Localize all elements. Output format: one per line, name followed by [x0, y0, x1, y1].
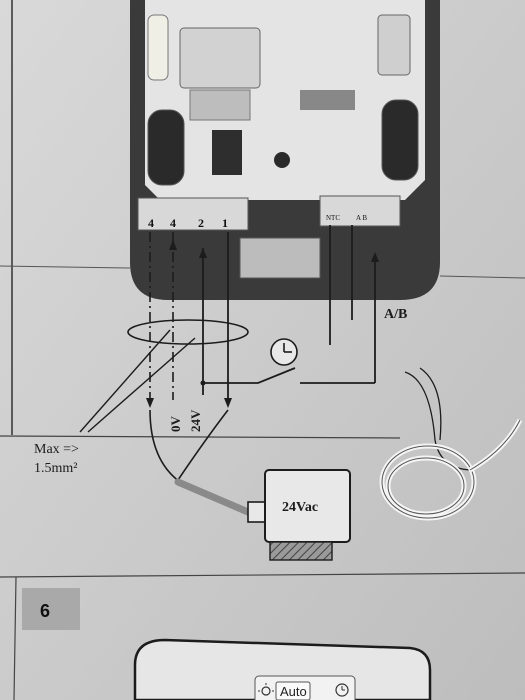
transformer-right: [377, 14, 411, 76]
power-wires: [202, 232, 375, 400]
arrow-down-1: [224, 398, 232, 408]
actuator: [247, 469, 351, 561]
transformer: [179, 27, 261, 89]
max-label-line1: Max =>: [34, 442, 79, 457]
section-number-box: [22, 588, 80, 630]
relay-block: [189, 89, 251, 121]
clock-switch-wire-left: [203, 367, 296, 384]
actuator-base: [269, 541, 333, 561]
auto-button-label: Auto: [280, 684, 307, 699]
actuator-plug: [247, 501, 267, 523]
arrow-up-ab: [371, 252, 379, 262]
terminal-label-4b: 4: [170, 216, 176, 230]
label-0v: 0V: [168, 416, 183, 433]
terminal-block-left: [137, 197, 249, 231]
thermostat-base: [130, 0, 440, 300]
section-number: 6: [40, 601, 50, 621]
ic-chip: [300, 90, 355, 110]
section-divider: [0, 435, 401, 439]
junction-dot: [200, 380, 206, 386]
section-6-top-line: [0, 572, 525, 578]
section-6-left-line: [13, 576, 17, 700]
right-mount-slot: [381, 99, 419, 181]
actuator-label: 24Vac: [282, 500, 318, 515]
terminal-label-4a: 4: [148, 216, 154, 230]
device-body: [133, 638, 432, 700]
bus-wires: [329, 225, 376, 383]
max-pointer-lines: [79, 329, 196, 433]
voltage-regulator: [212, 130, 242, 175]
terminal-label-2: 2: [198, 216, 204, 230]
cable-coil: [379, 418, 523, 521]
terminal-label-ab: A B: [356, 214, 367, 222]
bus-label: A/B: [384, 307, 407, 322]
auto-button: [275, 681, 311, 700]
neutral-wires: [149, 232, 174, 400]
capacitor: [147, 14, 169, 81]
sun-icon: [258, 683, 274, 696]
pointer-line-1: [79, 329, 171, 433]
bottom-connector: [239, 237, 321, 279]
actuator-wire-24v: [177, 409, 229, 481]
terminal-block-right: [319, 195, 401, 227]
pointer-line-2: [87, 337, 196, 433]
max-label-line2: 1.5mm²: [34, 461, 77, 476]
terminal-label-ntc: NTC: [326, 214, 340, 222]
fold-line-right: [439, 275, 525, 279]
cable-lead-2: [419, 367, 442, 441]
clock-mode-icon: [335, 683, 349, 697]
clock-icon: [270, 338, 298, 366]
potentiometer: [274, 152, 290, 168]
fold-line-left: [0, 265, 131, 269]
terminal-label-1: 1: [222, 216, 228, 230]
arrow-up-4b: [169, 240, 177, 250]
arrow-up-2: [199, 248, 207, 258]
left-mount-slot: [147, 109, 185, 186]
actuator-cable-sheath: [174, 478, 252, 516]
thermostat-device: Auto: [133, 638, 432, 700]
arrow-down-4a: [146, 398, 154, 408]
label-24v: 24V: [188, 409, 203, 432]
